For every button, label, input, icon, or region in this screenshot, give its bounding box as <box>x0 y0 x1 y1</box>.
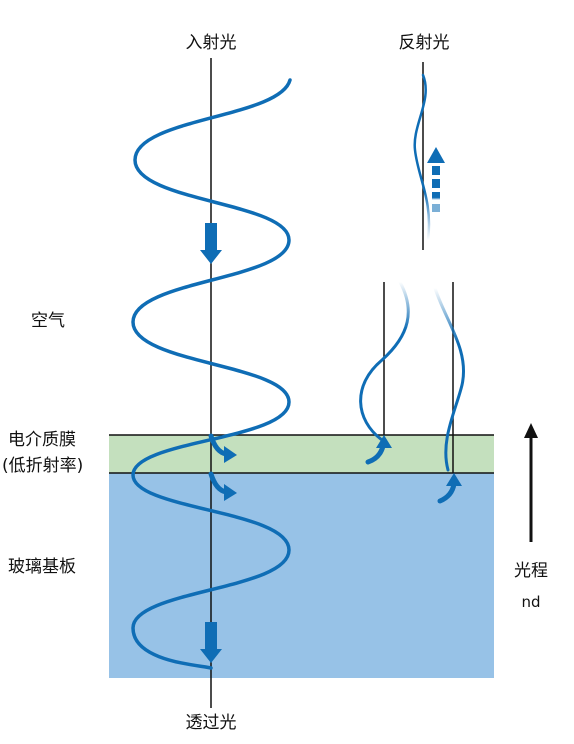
air-label: 空气 <box>31 311 65 331</box>
substrate-reflection-curved-arrow <box>437 473 462 504</box>
incident-direction-arrow <box>200 223 222 264</box>
optical-path-label: 光程 <box>514 561 548 581</box>
substrate-entry-curved-arrow <box>208 471 237 501</box>
reflected-wave-top <box>413 73 431 242</box>
dielectric-film <box>109 435 494 473</box>
transmitted-light-label: 透过光 <box>185 713 237 733</box>
film-label-line1: 电介质膜 <box>8 430 76 450</box>
reflected-wave-2 <box>433 286 465 472</box>
reflected-wave-1 <box>359 280 410 442</box>
film-label-line2: (低折射率) <box>2 456 84 476</box>
reflected-light-label: 反射光 <box>398 33 450 53</box>
optical-path-arrow <box>524 423 538 542</box>
reflected-direction-arrow <box>427 147 445 212</box>
incident-wave <box>131 78 292 670</box>
film-entry-curved-arrow <box>208 433 237 463</box>
optical-path-nd-label: nd <box>521 593 541 611</box>
substrate-label: 玻璃基板 <box>8 557 76 577</box>
incident-light-label: 入射光 <box>185 33 237 53</box>
transmitted-direction-arrow <box>200 622 222 663</box>
glass-substrate <box>109 473 494 678</box>
film-reflection-curved-arrow <box>365 435 392 465</box>
